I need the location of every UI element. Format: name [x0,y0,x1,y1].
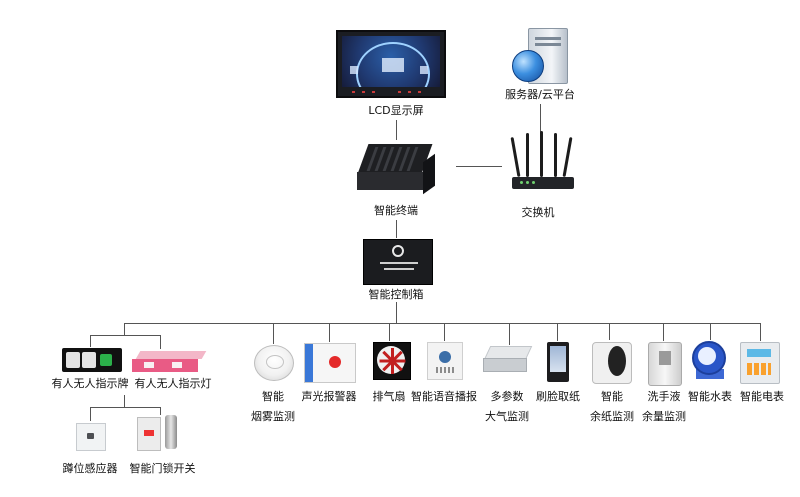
drop-paper [609,323,610,340]
door-lock-image [135,415,185,451]
air-monitor-label-line2: 大气监测 [485,410,529,423]
switch-image [508,131,578,193]
link-terminal-controller [396,220,397,238]
paper-monitor-label-line2: 余纸监测 [590,410,634,423]
link-terminal-switch [456,166,502,167]
drop-sign-group [124,323,125,335]
drop-smoke [273,323,274,344]
controller-image [363,239,433,285]
server-icon [508,26,570,84]
soap-monitor-label-line2: 余量监测 [642,410,686,423]
voice-broadcast-label: 智能语音播报 [411,390,477,403]
paper-monitor-image [592,340,632,384]
electric-meter-image [740,342,780,384]
drop-squat [90,407,91,421]
occupancy-sign-label: 有人无人指示牌 [51,377,129,390]
air-monitor-label-line1: 多参数 [490,390,524,403]
alarm-label: 声光报警器 [301,390,357,403]
bus-main [124,323,760,324]
drop-fan [389,323,390,341]
drop-face [557,323,558,341]
lcd-label: LCD显示屏 [368,104,424,117]
squat-sensor-image [76,423,106,451]
drop-lock [160,407,161,415]
electric-meter-label: 智能电表 [740,390,784,403]
soap-monitor-image [648,342,682,386]
switch-label: 交换机 [521,206,555,219]
occupancy-sign-image [62,348,122,372]
alarm-image [304,343,356,383]
link-controller-bus [396,302,397,323]
server-label: 服务器/云平台 [505,88,575,101]
drop-sign-sub [124,395,125,407]
drop-sign [90,335,91,347]
exhaust-fan-image [373,342,411,380]
occupancy-light-label: 有人无人指示灯 [134,377,212,390]
air-monitor-image [483,346,533,372]
squat-sensor-label: 蹲位感应器 [62,462,118,475]
bus-sub [90,407,160,408]
occupancy-light-image [132,351,207,373]
door-lock-label: 智能门锁开关 [129,462,196,475]
drop-soap [663,323,664,341]
smoke-detector-image [254,345,294,381]
terminal-image [357,140,437,195]
drop-air [509,323,510,345]
drop-voice [444,323,445,341]
controller-label: 智能控制箱 [368,288,424,301]
water-meter-label: 智能水表 [688,390,732,403]
face-paper-label: 刷脸取纸 [536,390,580,403]
drop-alarm [329,323,330,342]
smoke-label-line1: 智能 [262,390,284,403]
drop-light [160,335,161,349]
link-server-switch [540,104,541,132]
face-paper-image [547,342,569,382]
smoke-label-line2: 烟雾监测 [251,410,295,423]
water-meter-image [690,341,730,381]
terminal-label: 智能终端 [374,204,418,217]
lcd-display-image [336,30,446,98]
voice-broadcast-image [427,342,463,380]
drop-meter [760,323,761,341]
soap-monitor-label-line1: 洗手液 [647,390,681,403]
exhaust-fan-label: 排气扇 [372,390,406,403]
bus-sign-group [90,335,160,336]
paper-monitor-label-line1: 智能 [601,390,623,403]
link-lcd-terminal [396,120,397,140]
drop-water [710,323,711,340]
